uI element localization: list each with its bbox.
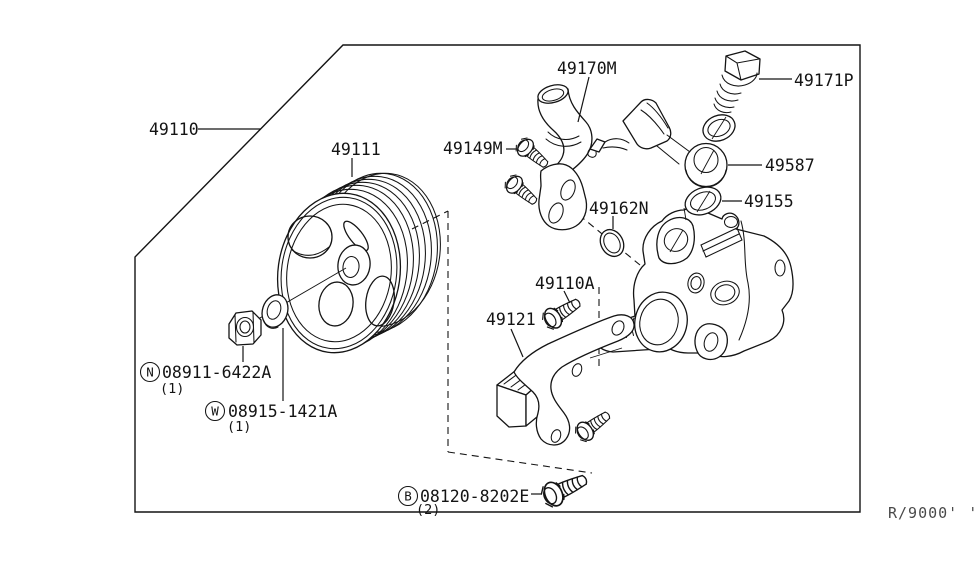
label-bolt-49149m: 49149M <box>443 139 503 158</box>
label-inlet-tube: 49170M <box>557 59 617 78</box>
label-nut: 08911-6422A <box>162 363 271 382</box>
bolt-b-drawing <box>537 467 592 511</box>
bolt-b-label-group: B 08120-8202E (2) <box>397 485 529 518</box>
label-pulley: 49111 <box>331 140 381 159</box>
nut-qty: (1) <box>160 381 184 397</box>
washer-label-group: W 08915-1421A (1) <box>204 400 337 435</box>
bolt-49110a-drawing <box>538 292 586 333</box>
diagram-border <box>134 44 861 513</box>
label-assembly: 49110 <box>149 120 199 139</box>
label-bracket: 49121 <box>486 310 536 329</box>
washer-drawing <box>261 294 289 329</box>
pressure-connector-drawing <box>587 98 728 188</box>
inlet-tube-drawing <box>537 84 593 231</box>
label-seal: 49155 <box>744 192 794 211</box>
label-eye-joint: 49587 <box>765 156 815 175</box>
o-ring-drawing <box>599 228 625 258</box>
pump-body-drawing <box>589 206 794 361</box>
label-cap-bolt: 49171P <box>794 71 854 90</box>
cap-bolt-drawing <box>702 50 761 142</box>
nut-label-group: N 08911-6422A (1) <box>139 361 271 397</box>
bracket-drawing <box>496 314 635 446</box>
label-bolt-49110a: 49110A <box>535 274 595 293</box>
bolt-b-qty: (2) <box>416 502 440 518</box>
pulley-drawing <box>276 172 441 354</box>
label-bolt-b: 08120-8202E <box>420 487 529 506</box>
figure-ref: R/9000' ' <box>888 504 975 522</box>
leader-lines <box>198 76 792 495</box>
flange-bolt-2-drawing <box>501 171 543 211</box>
bracket-bolt-drawing <box>571 405 616 446</box>
nut-prefix-icon: N <box>146 365 154 380</box>
bolt-b-prefix-icon: B <box>404 489 412 504</box>
label-o-ring: 49162N <box>589 199 649 218</box>
washer-prefix-icon: W <box>211 404 219 419</box>
nut-drawing <box>228 310 262 346</box>
washer-qty: (1) <box>227 419 251 435</box>
label-washer: 08915-1421A <box>228 402 337 421</box>
seal-drawing <box>683 186 722 221</box>
